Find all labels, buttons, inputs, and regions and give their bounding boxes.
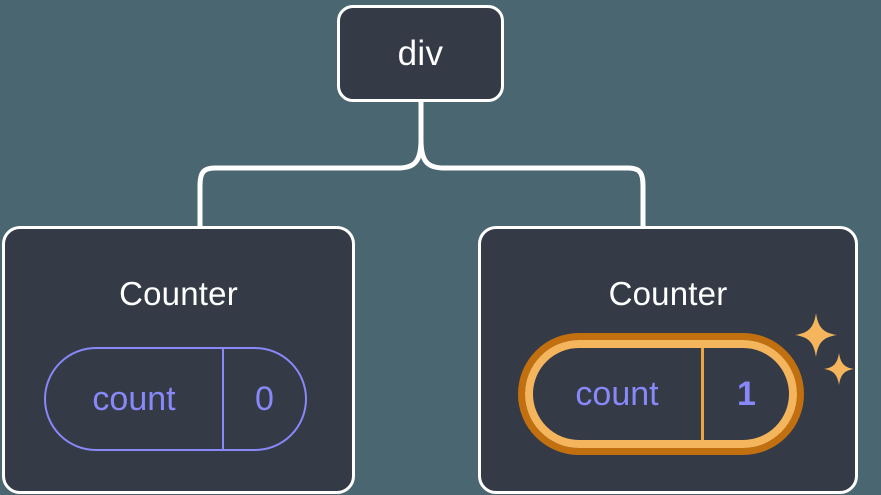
state-pill-right-value: 1 xyxy=(737,375,756,413)
state-pill-left-key: count xyxy=(46,349,224,449)
state-pill-left-value: 0 xyxy=(255,380,274,418)
state-pill-right-highlight-ring: count 1 xyxy=(518,333,804,455)
state-pill-right-key: count xyxy=(533,348,704,440)
state-pill-left[interactable]: count 0 xyxy=(44,347,307,451)
connector-left-branch xyxy=(197,139,424,226)
sparkle-large-icon xyxy=(795,313,837,357)
state-pill-right-wrapper: count 1 xyxy=(518,333,804,455)
sparkle-group xyxy=(795,313,857,385)
node-div[interactable]: div xyxy=(337,5,504,102)
sparkle-small-icon xyxy=(824,353,854,385)
connector-right-branch xyxy=(418,139,646,226)
state-pill-right[interactable]: count 1 xyxy=(525,340,797,448)
state-pill-left-wrapper: count 0 xyxy=(44,347,307,451)
node-counter-left-title: Counter xyxy=(119,275,238,312)
node-div-label: div xyxy=(397,34,444,73)
node-counter-right-title: Counter xyxy=(608,275,728,312)
